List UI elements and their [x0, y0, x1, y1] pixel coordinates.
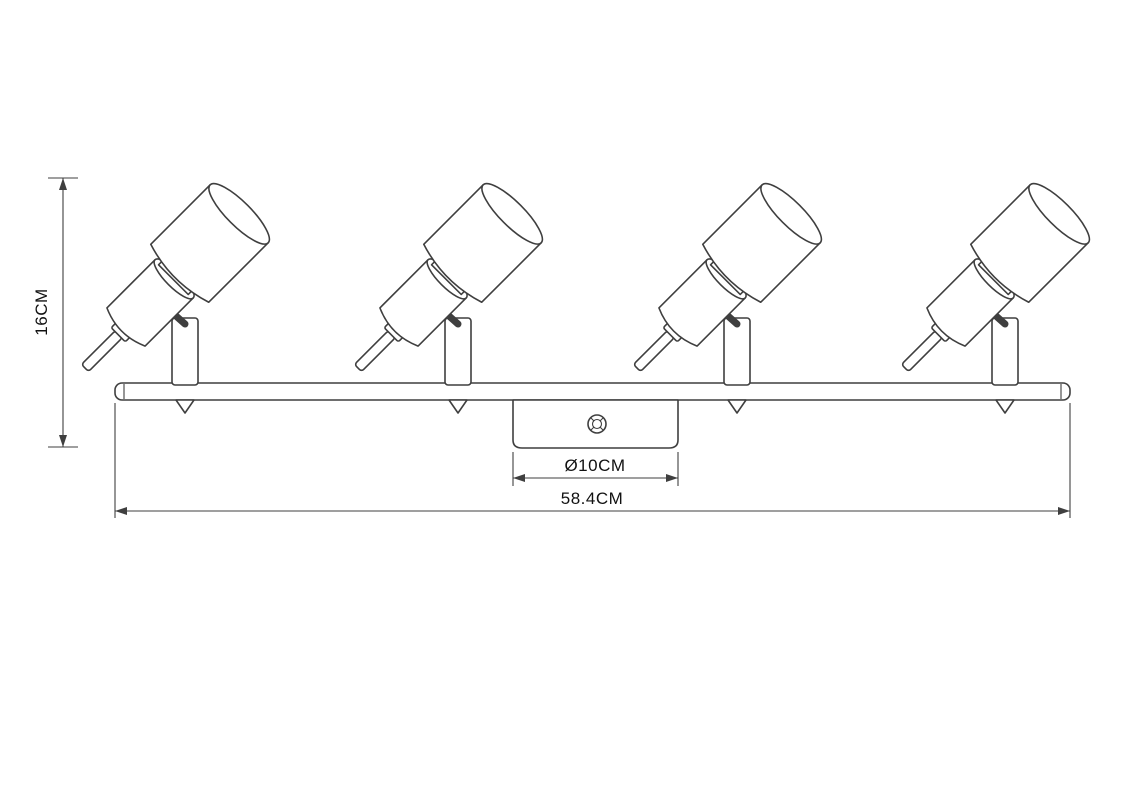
dim-overall-arrow-left: [115, 507, 127, 515]
dim-height-arrow-bottom: [59, 435, 67, 447]
dimension-height: 16CM: [32, 177, 78, 448]
spotlight-4: [876, 176, 1097, 413]
mounting-bar: [114, 382, 1071, 401]
dim-canopy-arrow-left: [513, 474, 525, 482]
dim-overall-label: 58.4CM: [561, 489, 624, 508]
dim-canopy-arrow-right: [666, 474, 678, 482]
spotlight-3: [608, 176, 829, 413]
spotlight-1: [56, 176, 277, 413]
spotlight-2: [329, 176, 550, 413]
dim-height-label: 16CM: [32, 288, 51, 335]
dimension-canopy-diameter: Ø10CM: [512, 452, 679, 486]
screw-detail: [587, 414, 607, 434]
dim-height-arrow-top: [59, 178, 67, 190]
dimension-overall-width: 58.4CM: [114, 403, 1071, 518]
dim-overall-arrow-right: [1058, 507, 1070, 515]
dim-canopy-label: Ø10CM: [564, 456, 625, 475]
